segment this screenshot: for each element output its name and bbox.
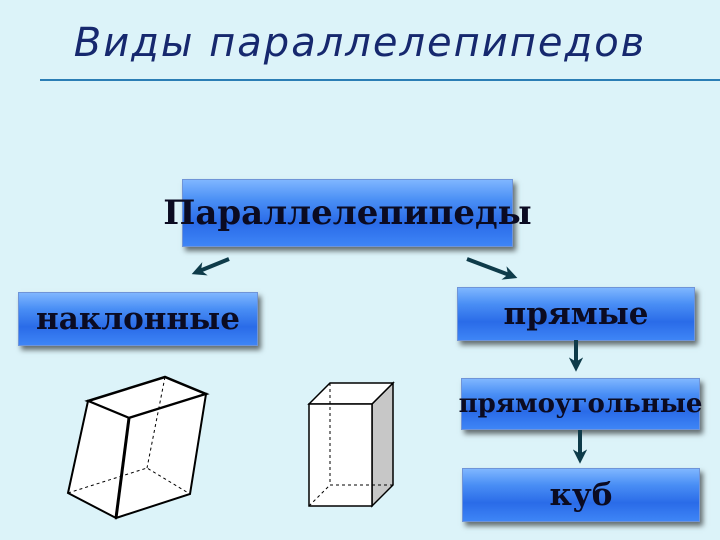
box-right: прямые (457, 287, 695, 341)
box-cube-label: куб (549, 477, 613, 513)
box-rectangular: прямоугольные (458, 378, 703, 430)
box-cube: куб (462, 468, 700, 522)
box-rectangular-label: прямоугольные (458, 389, 703, 419)
inclined-parallelepiped-figure (66, 375, 210, 520)
box-parallelepipeds-label: Параллелепипеды (163, 193, 532, 233)
box-inclined: наклонные (18, 292, 258, 346)
box-right-label: прямые (503, 296, 649, 332)
slide-title: Виды параллелепипедов (73, 20, 647, 66)
arrow-root-to-right (466, 257, 518, 280)
box-parallelepipeds: Параллелепипеды (163, 179, 532, 247)
arrow-root-to-inclined (191, 257, 230, 276)
right-parallelepiped-figure (307, 381, 395, 508)
title-underline (40, 79, 720, 81)
box-inclined-label: наклонные (36, 301, 240, 337)
